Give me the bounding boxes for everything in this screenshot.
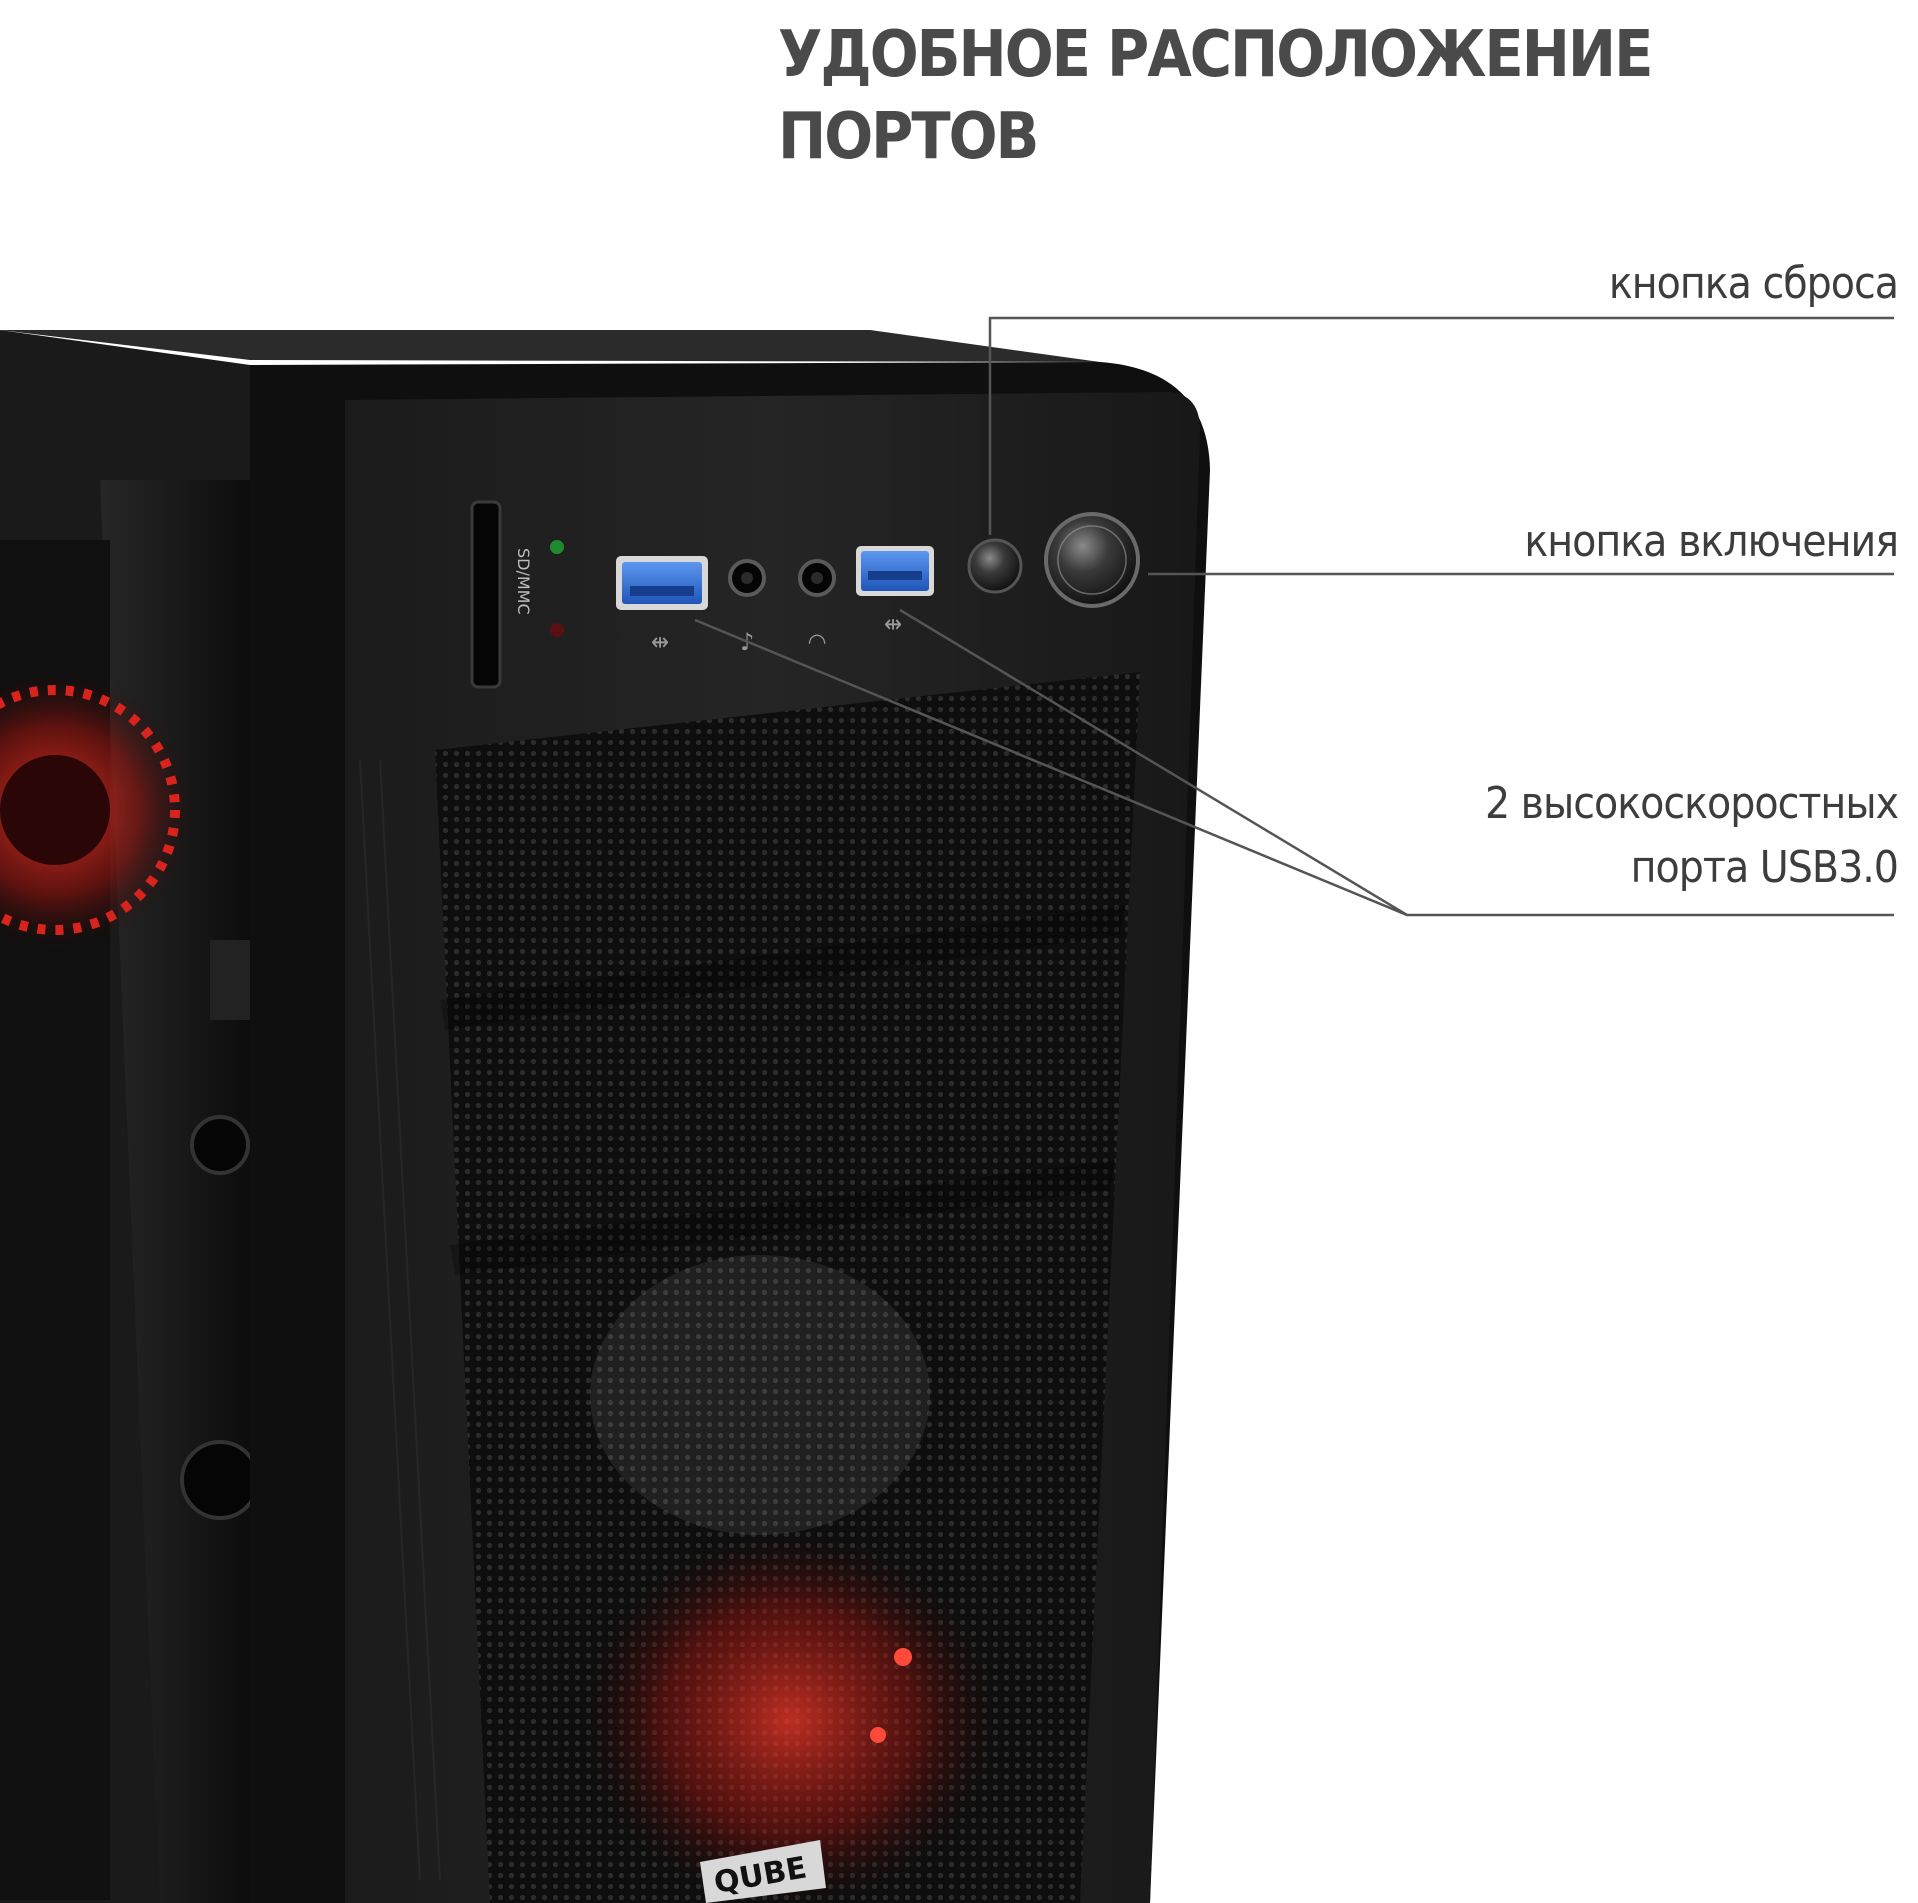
card-reader-label: SD/MMC (514, 548, 533, 615)
usb-ports-label: 2 высокоскоростных порта USB3.0 (1484, 772, 1899, 900)
hdd-led (550, 623, 564, 637)
usb-icon: ⇹ (884, 610, 902, 638)
usb-callout-line-2 (899, 608, 1408, 917)
title-line-2: ПОРТОВ (778, 100, 1039, 174)
headphone-jack[interactable] (798, 559, 836, 597)
usb-icon: ⇹ (651, 628, 669, 656)
reset-callout-line (988, 316, 1894, 535)
front-fan (580, 1255, 1000, 1903)
microphone-jack[interactable] (728, 559, 766, 597)
power-button[interactable] (1044, 512, 1140, 608)
reset-button-label: кнопка сброса (1608, 258, 1899, 309)
power-button-label: кнопка включения (1524, 516, 1899, 567)
title-line-1: УДОБНОЕ РАСПОЛОЖЕНИЕ (778, 18, 1653, 92)
usb-port-left[interactable] (616, 556, 708, 610)
io-panel: SD/MMC ⇹ ♪ ◠ (470, 500, 1140, 689)
side-fan (0, 670, 195, 950)
page-title: УДОБНОЕ РАСПОЛОЖЕНИЕ ПОРТОВ (778, 14, 1653, 178)
callout-lines (694, 316, 1894, 917)
reset-button[interactable] (967, 538, 1023, 594)
headphone-icon: ◠ (808, 628, 827, 656)
power-led (550, 540, 564, 554)
usb-label-line-2: порта USB3.0 (1630, 842, 1899, 893)
case-front: SD/MMC ⇹ ♪ ◠ (250, 362, 1210, 1903)
front-mesh (435, 672, 1140, 1903)
usb-port-right[interactable] (856, 546, 934, 596)
drive-bays (440, 905, 1125, 1275)
card-reader-slot (470, 500, 502, 689)
case-interior (0, 330, 1100, 1903)
usb-label-line-1: 2 высокоскоростных (1484, 778, 1899, 829)
